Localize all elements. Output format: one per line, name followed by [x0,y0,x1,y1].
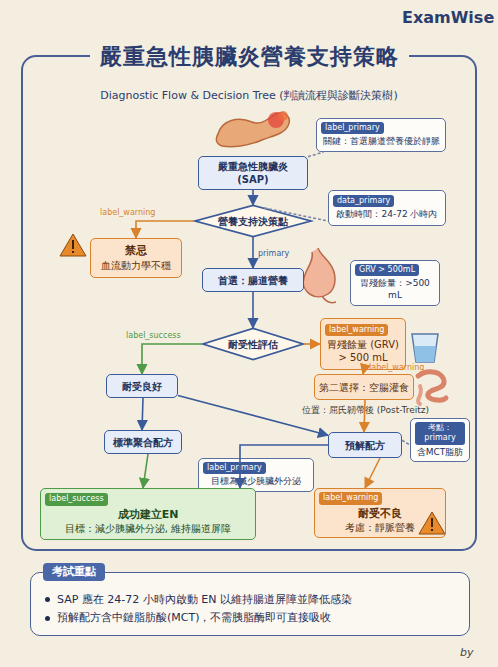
edge-label: label_warning [100,208,155,217]
callout-box: 考點：primary 含MCT脂肪 [410,418,470,462]
connector [178,396,328,436]
warning-symbol [419,512,445,534]
outer-frame [22,56,476,550]
cup-illustration [412,334,438,362]
connector [363,370,364,374]
signature: by [460,646,474,659]
subtitle: Diagnostic Flow & Decision Tree (判讀流程與診斷… [0,88,498,103]
key-points-panel: 考試重點SAP 應在 24-72 小時內啟動 EN 以維持腸道屏障並降低感染預解… [30,572,470,636]
connector [264,208,328,221]
callout-box: GRV > 500mL 胃殘餘量：>500 mL [350,260,440,306]
diamond-shape [195,205,311,236]
connector [142,398,143,430]
process-box: 耐受良好 [106,374,178,398]
edge-label: label_success [126,331,181,340]
diagram-title: 嚴重急性胰臟炎營養支持策略 [90,42,409,72]
node-text: 成功建立EN [118,508,179,522]
connector [143,454,148,488]
process-box: 首選：腸道營養 [202,268,304,292]
connector [252,190,254,205]
note-text: 位置：屈氏韌帶後 (Post-Treitz) [302,404,429,417]
bullet-text: SAP 應在 24-72 小時內啟動 EN 以維持腸道屏障並降低感染 [57,593,352,607]
node-text: 啟動時間：24-72 小時內 [336,209,437,221]
tag-label: label_warning [319,492,382,504]
title-wrapper: 嚴重急性胰臟炎營養支持策略 [0,42,498,72]
node-text: 含MCT脂肪 [417,447,464,459]
start-box: 嚴重急性胰臟炎 (SAP) [198,156,308,190]
tag-label: label_success [45,493,108,505]
node-text: 考慮：靜脈營養 [345,521,415,534]
bullet-row: SAP 應在 24-72 小時內啟動 EN 以維持腸道屏障並降低感染 [45,593,352,607]
connector [240,445,328,488]
node-text: 營養支持決策點 [218,215,288,228]
warning-box: label_warning 胃殘餘量 (GRV) > 500 mL [320,318,406,370]
connector [364,400,365,432]
node-text: 胃殘餘量：>500 mL [355,278,435,301]
tag-label: GRV > 500mL [355,264,419,276]
connector [252,237,254,268]
pancreas-illustration [216,111,289,147]
tag-label: label_primary [321,122,384,134]
bullet-text: 預解配方含中鏈脂肪酸(MCT)，不需胰脂酶即可直接吸收 [57,611,331,625]
node-text: 目標為減少胰臟外分泌 [211,476,301,488]
bullet-row: 預解配方含中鏈脂肪酸(MCT)，不需胰脂酶即可直接吸收 [45,611,331,625]
connector [142,344,202,374]
diamond-shape [203,328,303,359]
process-box: 標準聚合配方 [104,430,182,454]
tag-label: 考點：primary [415,422,465,445]
connector [304,343,320,345]
tag-label: label_primary [203,462,266,474]
connector [402,440,410,445]
contraindication-box: 禁忌血流動力學不穩 [90,238,182,278]
process-box: 預解配方 [328,432,402,458]
node-text: 嚴重急性胰臟炎 (SAP) [203,160,303,186]
node-text: 耐受性評估 [228,338,278,351]
node-text: 胃殘餘量 (GRV) > 500 mL [325,338,401,364]
node-text: 預解配方 [345,439,385,452]
outcome-box: label_warning 耐受不良考慮：靜脈營養 [314,488,446,538]
node-text: 耐受不良 [358,507,402,521]
node-text: 標準聚合配方 [113,436,173,449]
node-text: 關鍵：首選腸道營養優於靜脈 [323,136,440,148]
edge-label: label_warning [369,363,424,372]
node-text: 目標：減少胰臟外分泌, 維持腸道屏障 [65,522,231,535]
stomach-illustration [303,248,336,303]
warning-symbol [60,234,86,256]
connector [308,152,324,157]
intestine-illustration [418,372,446,404]
callout-box: label_primary 目標為減少胰臟外分泌 [198,458,314,492]
brand-mark: ExamWise [402,8,494,27]
callout-box: label_primary 關鍵：首選腸道營養優於靜脈 [316,118,446,152]
node-text: 耐受良好 [122,380,162,393]
tag-label: label_warning [325,324,388,336]
edge-label: primary [258,249,289,258]
bullet-dot [45,597,50,602]
node-text: 第二選擇：空腸灌食 [319,381,409,394]
tag-label: data_primary [333,195,394,207]
success-box: label_success 成功建立EN目標：減少胰臟外分泌, 維持腸道屏障 [40,488,256,540]
decision-diamond: 耐受性評估 [202,328,304,360]
panel-heading: 考試重點 [43,563,105,581]
bullet-dot [45,616,50,621]
decision-diamond: 營養支持決策點 [194,205,312,237]
connector [252,292,254,328]
alternative-box: 第二選擇：空腸灌食 [314,374,414,400]
connector [136,221,194,238]
node-text: 首選：腸道營養 [218,274,288,287]
node-text: 禁忌 [125,244,147,258]
callout-box: data_primary 啟動時間：24-72 小時內 [328,190,446,226]
connector [365,458,380,488]
node-text: 血流動力學不穩 [101,259,171,272]
